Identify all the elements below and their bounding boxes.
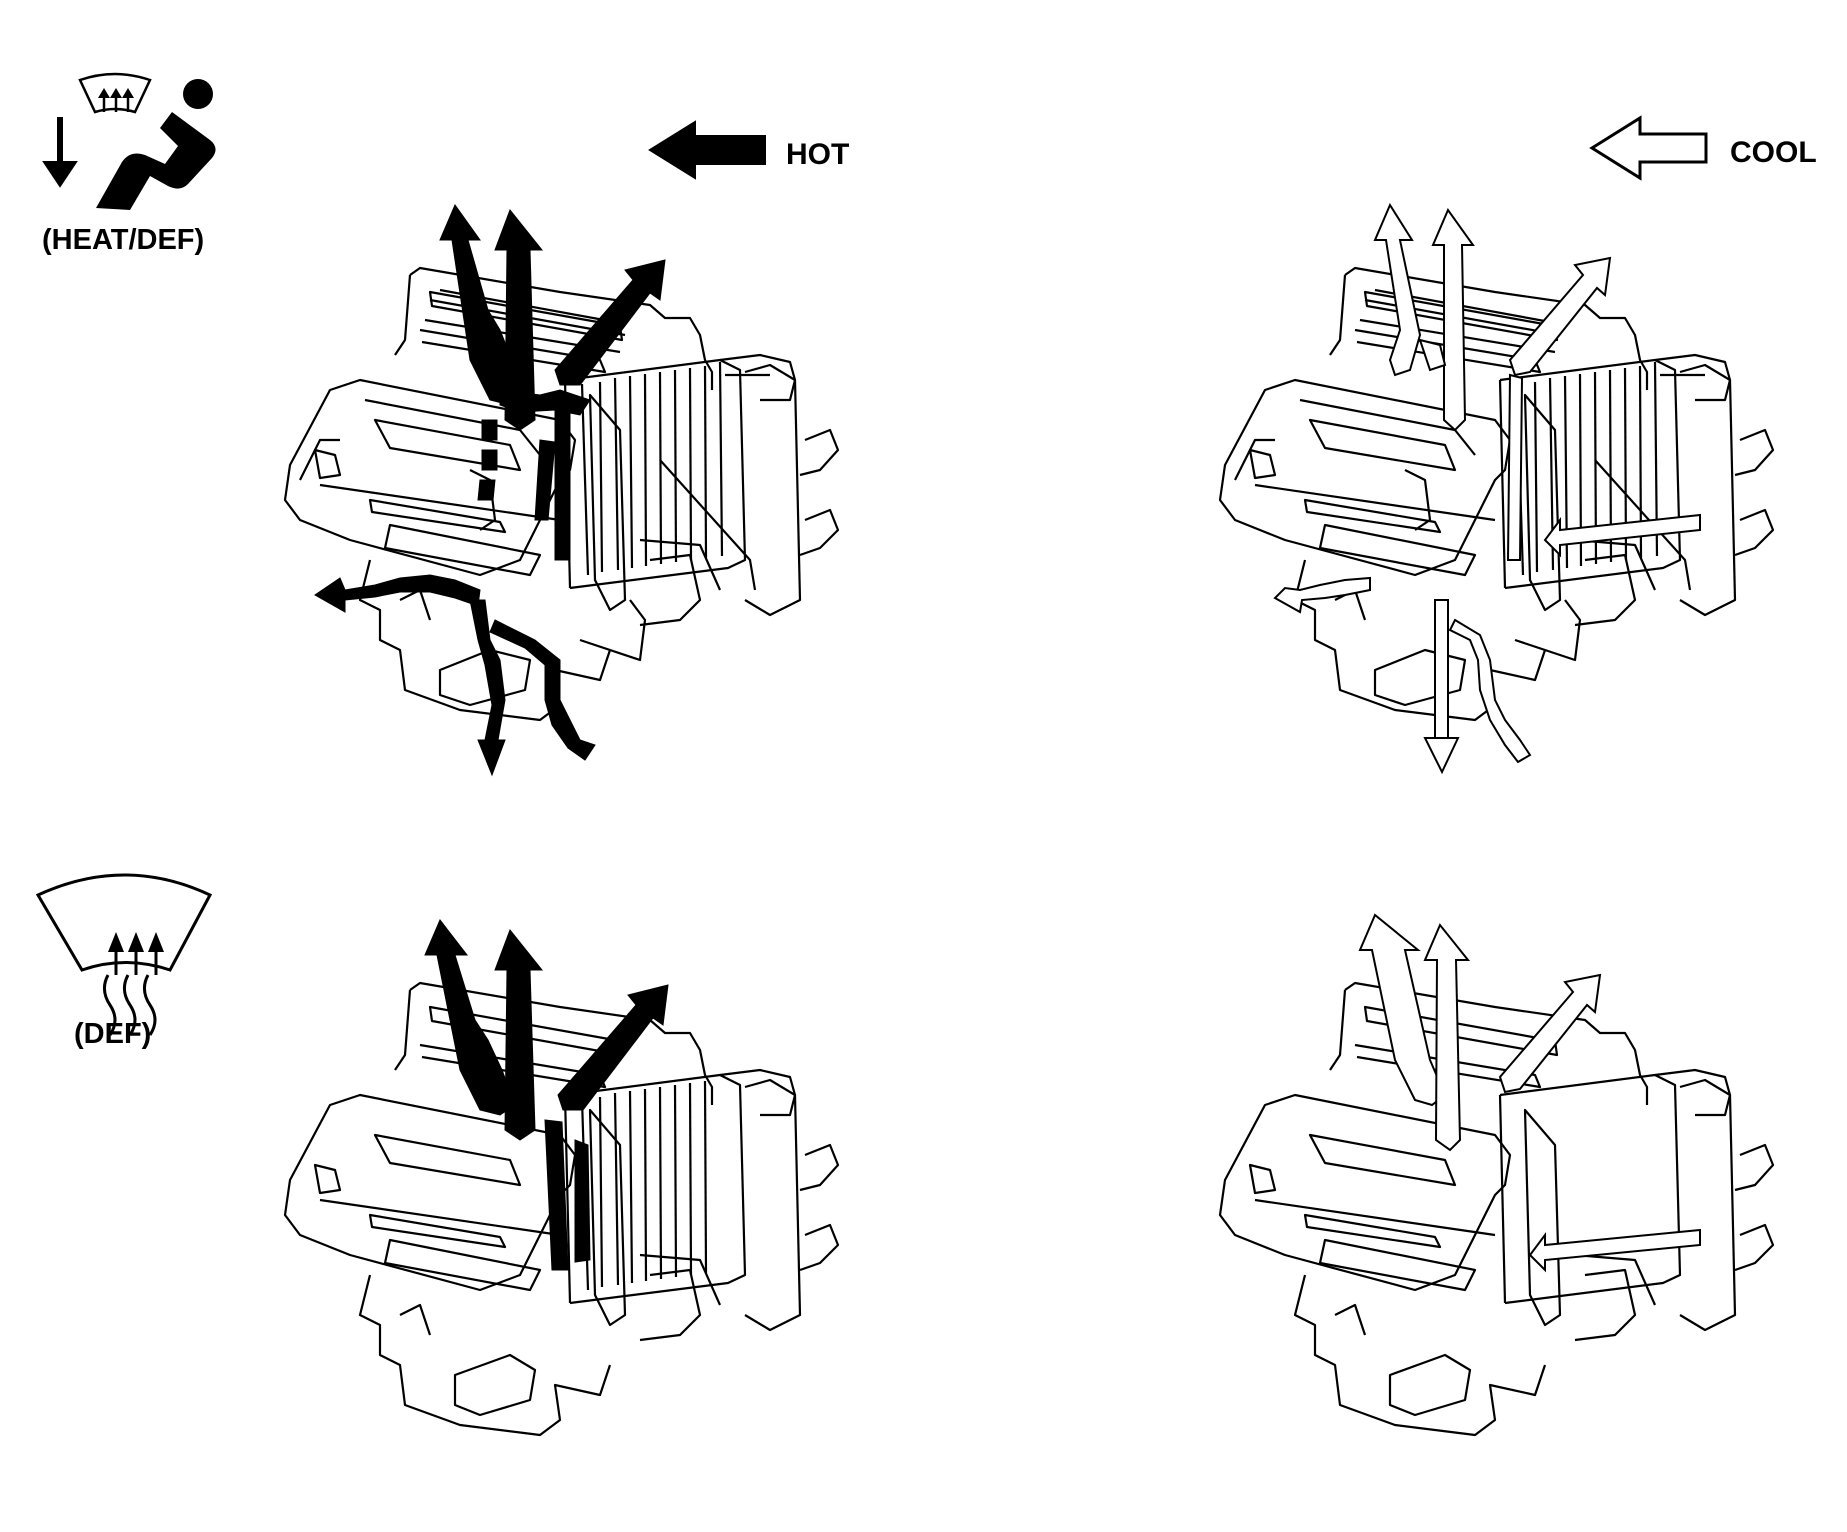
hot-legend-arrow-icon: [648, 120, 766, 180]
defrost-mode-icon: [36, 873, 212, 1037]
def-cool-unit: [1218, 981, 1775, 1437]
heat-def-cool-unit: [1218, 266, 1775, 722]
def-mode-label: (DEF): [74, 1018, 152, 1050]
cool-legend-arrow-icon: [1589, 115, 1708, 181]
hot-airflow-arrows: [314, 204, 666, 776]
cool-legend-label: COOL: [1730, 136, 1817, 169]
def-cool-airflow-arrows: [1359, 914, 1701, 1271]
heat-def-mode-icon: [42, 72, 216, 210]
hot-legend-label: HOT: [786, 138, 850, 171]
def-hot-unit: [283, 981, 840, 1437]
heat-def-mode-label: (HEAT/DEF): [42, 224, 205, 256]
heat-def-hot-unit: [283, 204, 840, 776]
